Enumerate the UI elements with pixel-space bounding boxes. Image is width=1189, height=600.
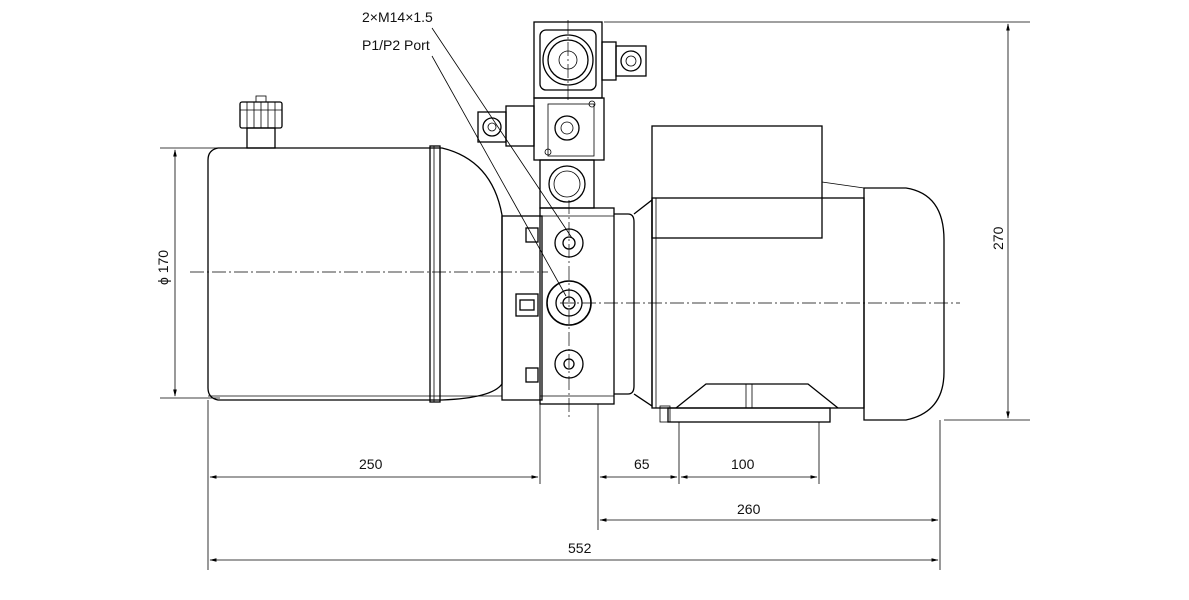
dimension-lines: ϕ 170 270 250 65 100 260 552 (155, 21, 1030, 570)
port-callout: 2×M14×1.5 P1/P2 Port (362, 9, 573, 297)
filler-cap (239, 95, 283, 149)
manifold-block (501, 207, 635, 405)
oil-tank (207, 145, 503, 403)
motor-length-dim-label: 260 (737, 501, 761, 517)
overall-length-dim-label: 552 (568, 540, 592, 556)
port-label: P1/P2 Port (362, 37, 430, 53)
thread-spec-label: 2×M14×1.5 (362, 9, 433, 25)
electric-motor (633, 125, 945, 423)
valve-stack (477, 21, 647, 209)
height-dim-label: 270 (990, 226, 1006, 250)
offset-dim-label: 65 (634, 456, 650, 472)
centerlines (190, 20, 960, 420)
diameter-dim-label: ϕ 170 (155, 250, 171, 285)
tank-length-dim-label: 250 (359, 456, 383, 472)
foot-spacing-dim-label: 100 (731, 456, 755, 472)
